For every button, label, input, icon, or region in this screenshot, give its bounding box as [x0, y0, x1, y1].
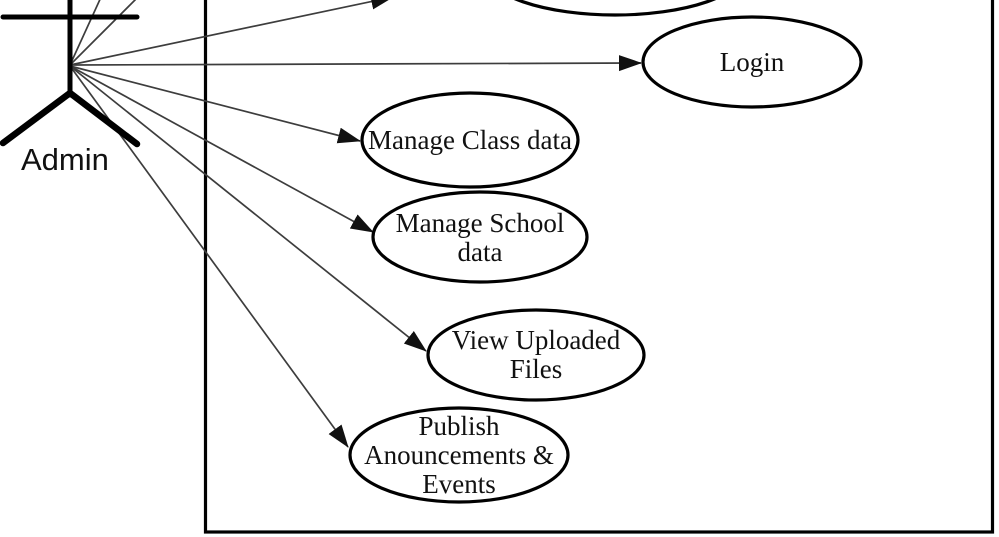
actor-leg-left — [0, 89, 74, 147]
association-view-uploaded — [69, 65, 427, 352]
association-cropped-1 — [69, 0, 101, 66]
usecase-view-uploaded-files — [426, 308, 646, 402]
association-cropped-2 — [69, 0, 137, 66]
usecase-login — [641, 15, 863, 109]
use-case-ellipses — [348, 0, 863, 504]
usecase-partial-top — [513, 0, 717, 17]
usecase-manage-class-data — [360, 91, 580, 189]
actor-figure — [0, 0, 141, 148]
association-manage-class — [69, 65, 361, 144]
actor-leg-right — [66, 89, 141, 148]
system-boundary — [203, 0, 995, 534]
association-manage-school — [69, 65, 374, 233]
usecase-manage-school-data — [371, 190, 589, 284]
usecase-publish-announcements — [348, 406, 570, 504]
association-login — [69, 55, 642, 72]
association-top-ellipse — [69, 0, 394, 66]
